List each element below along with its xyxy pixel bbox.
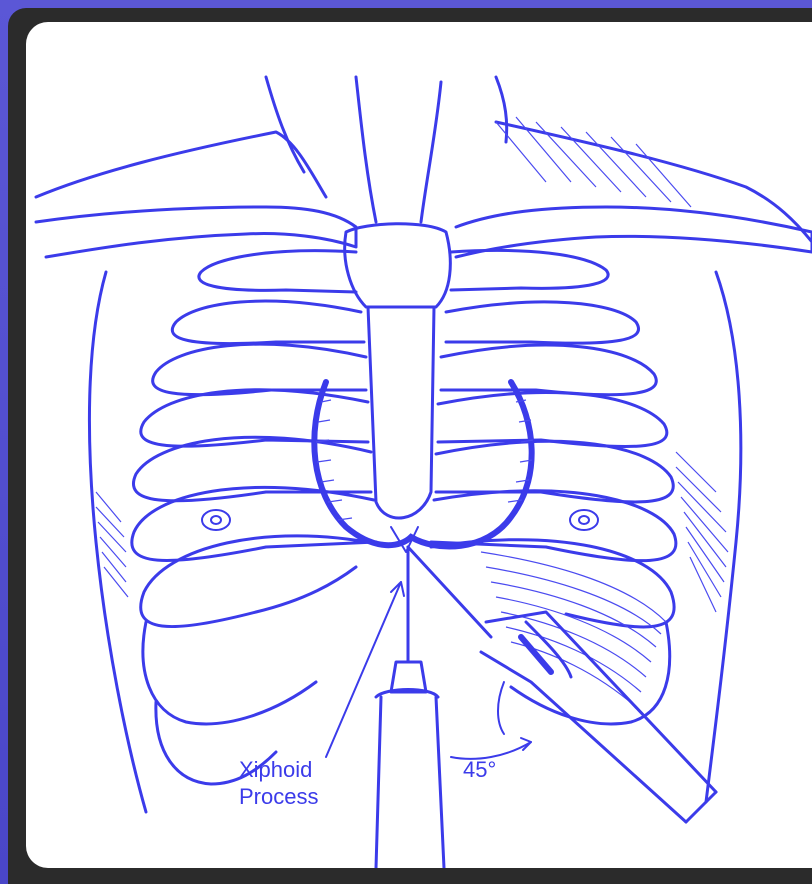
right-rib-8 bbox=[511, 622, 670, 724]
right-rib-4 bbox=[438, 393, 667, 447]
left-shoulder bbox=[36, 132, 326, 197]
right-chest-wall bbox=[706, 272, 741, 802]
right-rib-5 bbox=[436, 441, 673, 502]
figure-card: Xiphoid Process 45° bbox=[26, 22, 812, 868]
left-rib-1 bbox=[199, 251, 356, 292]
right-rib-2 bbox=[446, 302, 639, 343]
right-axilla-hatching bbox=[676, 452, 728, 612]
left-rib-8 bbox=[143, 622, 316, 724]
left-chest-wall bbox=[89, 272, 146, 812]
right-shoulder bbox=[496, 122, 812, 242]
xiphoid-label-line1: Xiphoid bbox=[239, 757, 312, 782]
subxiphoid-hatching bbox=[481, 552, 666, 707]
right-rib-3 bbox=[441, 345, 656, 395]
trachea-right bbox=[421, 82, 441, 222]
left-nipple-center bbox=[211, 516, 221, 524]
right-nipple-center bbox=[579, 516, 589, 524]
heart-outline bbox=[314, 382, 531, 547]
left-rib-2 bbox=[172, 301, 364, 343]
angle-label: 45° bbox=[463, 757, 496, 782]
angle-arrow-up bbox=[498, 682, 504, 734]
needle bbox=[408, 547, 491, 637]
right-rib-1 bbox=[451, 250, 608, 290]
left-nipple bbox=[202, 510, 230, 530]
neck-left-outline bbox=[266, 77, 304, 172]
xiphoid-pointer-line bbox=[326, 582, 401, 757]
syringe-barrel-bottom bbox=[481, 652, 686, 822]
trachea-left bbox=[356, 77, 376, 222]
sternum-body bbox=[368, 307, 434, 518]
vertical-syringe-hub bbox=[391, 662, 426, 692]
right-rib-7 bbox=[431, 540, 674, 627]
vertical-syringe-barrel-right bbox=[436, 697, 444, 868]
xiphoid-label-line2: Process bbox=[239, 784, 318, 809]
right-nipple bbox=[570, 510, 598, 530]
manubrium bbox=[345, 224, 451, 307]
vertical-syringe-barrel-left bbox=[376, 697, 381, 868]
syringe-end bbox=[686, 792, 716, 822]
left-rib-3 bbox=[153, 344, 366, 395]
pericardiocentesis-diagram: Xiphoid Process 45° bbox=[26, 22, 812, 868]
